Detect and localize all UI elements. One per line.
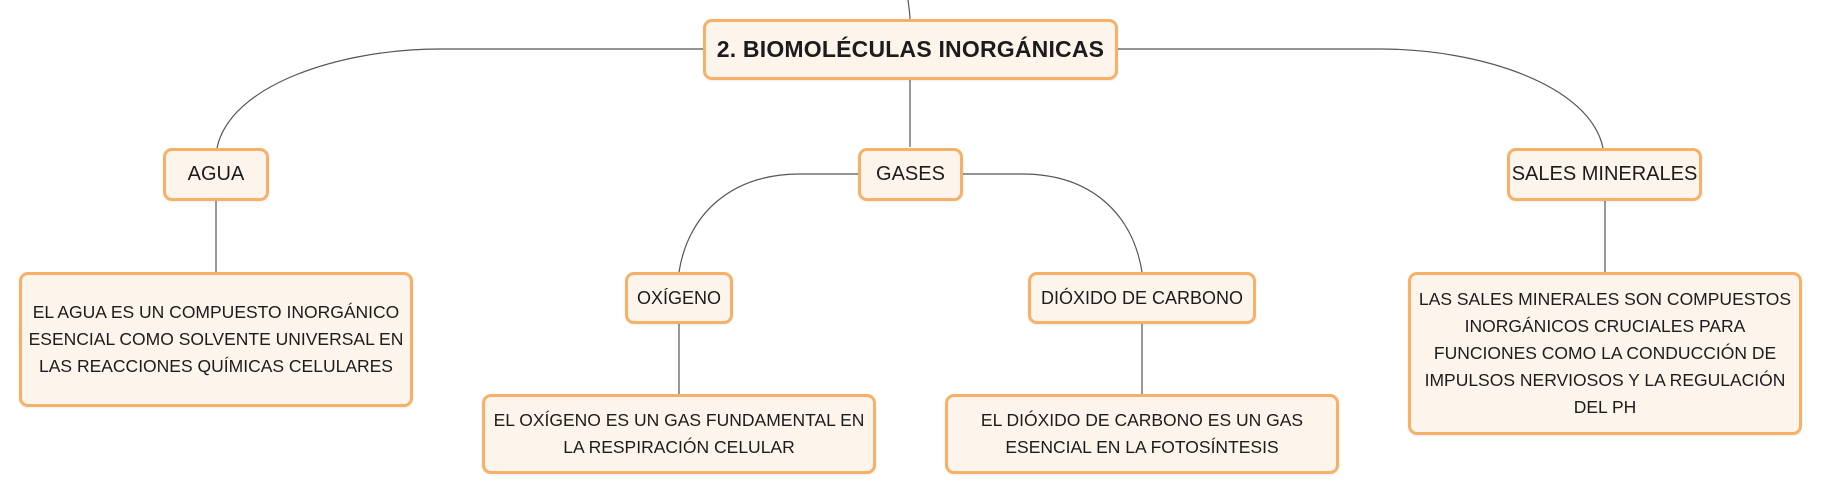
- topic-label-sales: SALES MINERALES: [1511, 163, 1698, 185]
- connector-root-agua: [216, 48, 703, 149]
- description-node-sales[interactable]: LAS SALES MINERALES SON COMPUESTOS INORG…: [1408, 272, 1802, 435]
- connector-from-parent: [907, 0, 911, 20]
- topic-node-agua[interactable]: AGUA: [163, 148, 269, 201]
- topic-label-agua: AGUA: [187, 163, 245, 185]
- topic-label-gases: GASES: [876, 163, 945, 185]
- subtopic-label-dioxido: DIÓXIDO DE CARBONO: [1040, 287, 1244, 308]
- root-label: 2. BIOMOLÉCULAS INORGÁNICAS: [716, 36, 1105, 62]
- connector-gases-dioxido: [963, 173, 1143, 273]
- topic-node-sales[interactable]: SALES MINERALES: [1507, 148, 1702, 201]
- subtopic-node-oxigeno[interactable]: OXÍGENO: [625, 272, 733, 324]
- connector-root-sales: [1118, 48, 1604, 149]
- description-node-agua[interactable]: EL AGUA ES UN COMPUESTO INORGÁNICO ESENC…: [19, 272, 413, 407]
- description-text-agua: EL AGUA ES UN COMPUESTO INORGÁNICO ESENC…: [28, 302, 404, 376]
- connector-gases-oxigeno: [678, 173, 858, 273]
- topic-node-gases[interactable]: GASES: [858, 148, 963, 201]
- subtopic-node-dioxido[interactable]: DIÓXIDO DE CARBONO: [1028, 272, 1256, 324]
- description-node-dioxido[interactable]: EL DIÓXIDO DE CARBONO ES UN GAS ESENCIAL…: [945, 394, 1339, 474]
- root-node[interactable]: 2. BIOMOLÉCULAS INORGÁNICAS: [703, 19, 1118, 80]
- description-text-oxigeno: EL OXÍGENO ES UN GAS FUNDAMENTAL EN LA R…: [493, 410, 865, 457]
- description-text-sales: LAS SALES MINERALES SON COMPUESTOS INORG…: [1418, 289, 1792, 417]
- description-text-dioxido: EL DIÓXIDO DE CARBONO ES UN GAS ESENCIAL…: [980, 410, 1304, 457]
- description-node-oxigeno[interactable]: EL OXÍGENO ES UN GAS FUNDAMENTAL EN LA R…: [482, 394, 876, 474]
- subtopic-label-oxigeno: OXÍGENO: [636, 287, 721, 308]
